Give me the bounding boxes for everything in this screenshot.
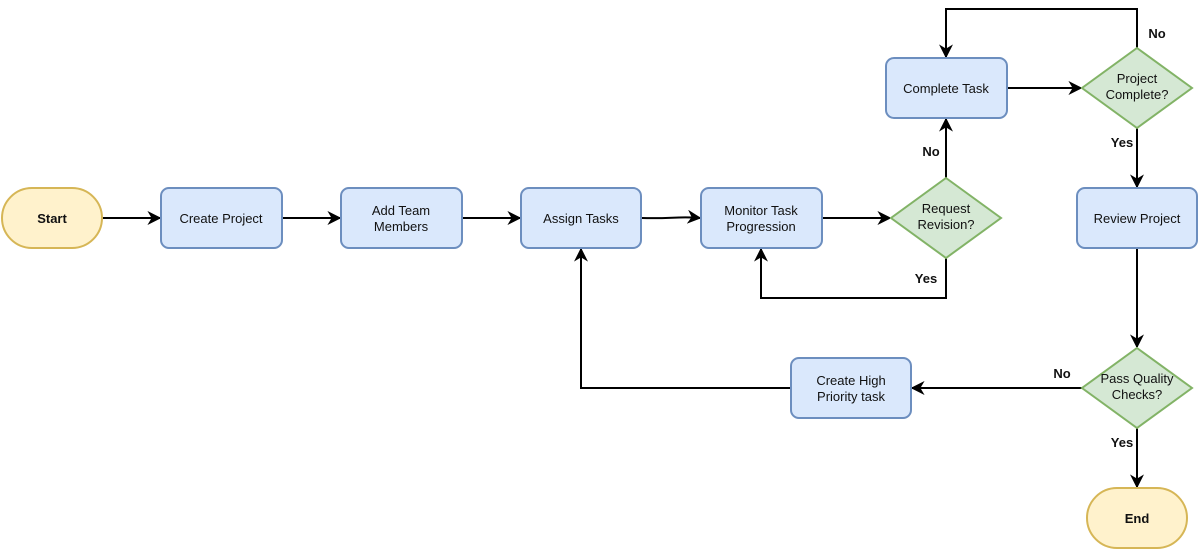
node-create-project[interactable]: Create Project xyxy=(160,187,283,249)
node-pass-quality-checks[interactable]: Pass Quality Checks? xyxy=(1080,346,1194,430)
edges xyxy=(102,8,1144,489)
high-priority-label-line1: Create High xyxy=(816,373,885,388)
label-complete-no: No xyxy=(1148,26,1165,41)
node-create-high-priority-task[interactable]: Create High Priority task xyxy=(790,357,912,419)
start-label: Start xyxy=(37,211,67,226)
node-review-project[interactable]: Review Project xyxy=(1076,187,1198,249)
create-project-label: Create Project xyxy=(179,211,262,226)
node-request-revision[interactable]: Request Revision? xyxy=(889,176,1003,260)
high-priority-label-line2: Priority task xyxy=(817,389,885,404)
node-end[interactable]: End xyxy=(1086,487,1188,549)
edge-high-priority-to-assign-tasks xyxy=(574,247,791,389)
project-complete-label-line2: Complete? xyxy=(1106,87,1169,102)
pass-quality-label-line2: Checks? xyxy=(1112,387,1163,402)
project-complete-label-line1: Project xyxy=(1117,71,1158,86)
review-project-box xyxy=(1076,187,1198,249)
monitor-task-label-line2: Progression xyxy=(726,219,795,234)
complete-task-label: Complete Task xyxy=(903,81,989,96)
request-revision-label-line1: Request xyxy=(922,201,971,216)
node-monitor-task-progression[interactable]: Monitor Task Progression xyxy=(700,187,823,249)
monitor-task-label-line1: Monitor Task xyxy=(724,203,798,218)
pass-quality-label-line1: Pass Quality xyxy=(1101,371,1174,386)
node-project-complete[interactable]: Project Complete? xyxy=(1080,46,1194,130)
complete-task-box xyxy=(885,57,1008,119)
pass-quality-diamond xyxy=(1080,346,1194,430)
edge-request-revision-yes-to-monitor xyxy=(754,247,947,299)
start-terminal-shape xyxy=(1,187,103,249)
request-revision-label-line2: Revision? xyxy=(917,217,974,232)
label-request-yes: Yes xyxy=(915,271,937,286)
high-priority-box xyxy=(790,357,912,419)
node-add-team-members[interactable]: Add Team Members xyxy=(340,187,463,249)
project-complete-diamond xyxy=(1080,46,1194,130)
label-request-no: No xyxy=(922,144,939,159)
end-label: End xyxy=(1125,511,1150,526)
edge-labels: No Yes No Yes No Yes xyxy=(915,26,1166,450)
request-revision-diamond xyxy=(889,176,1003,260)
add-team-members-label-line2: Members xyxy=(374,219,429,234)
node-assign-tasks[interactable]: Assign Tasks xyxy=(520,187,642,249)
end-terminal-shape xyxy=(1086,487,1188,549)
node-complete-task[interactable]: Complete Task xyxy=(885,57,1008,119)
add-team-members-label-line1: Add Team xyxy=(372,203,430,218)
add-team-members-box xyxy=(340,187,463,249)
create-project-box xyxy=(160,187,283,249)
edge-project-complete-no-to-complete-task xyxy=(939,8,1138,59)
label-complete-yes: Yes xyxy=(1111,135,1133,150)
label-quality-yes: Yes xyxy=(1111,435,1133,450)
label-quality-no: No xyxy=(1053,366,1070,381)
assign-tasks-label: Assign Tasks xyxy=(543,211,619,226)
review-project-label: Review Project xyxy=(1094,211,1181,226)
edge-assign-tasks-to-monitor xyxy=(641,209,702,224)
assign-tasks-box xyxy=(520,187,642,249)
node-start[interactable]: Start xyxy=(1,187,103,249)
monitor-task-progression-box xyxy=(700,187,823,249)
